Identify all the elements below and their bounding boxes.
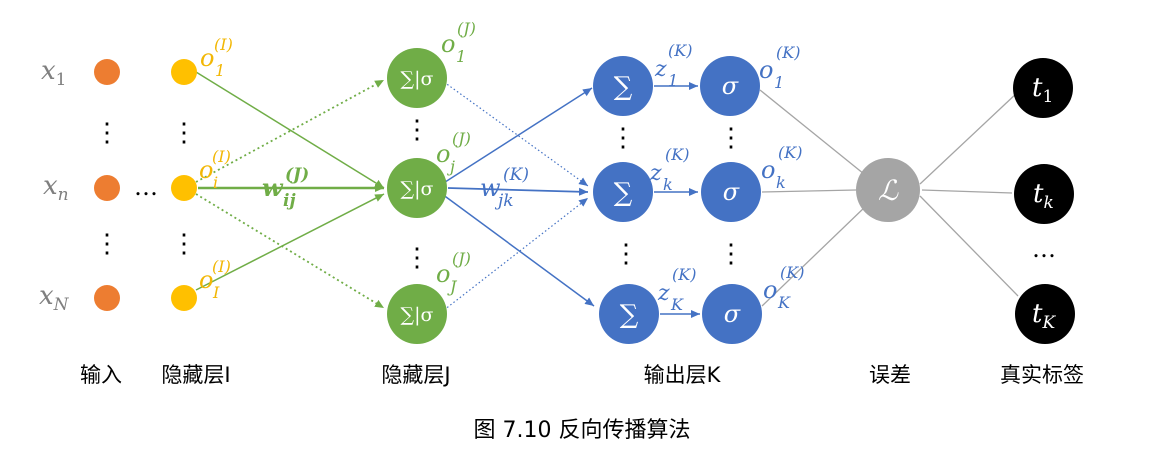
edge-loss-to-t1 xyxy=(919,91,1019,185)
output-sum-node-1 xyxy=(593,56,653,116)
output-sum-node-k xyxy=(593,162,653,222)
output-sum-node-K-text: ∑ xyxy=(620,300,639,330)
hidden-layer-i: ⋮ ⋮ o1(I) oi(I) oI(I) xyxy=(171,35,233,311)
output-sigma-node-k-text: σ xyxy=(723,178,740,206)
output-sigma-node-1 xyxy=(700,56,760,116)
vdots-hidden-i-top: ⋮ xyxy=(171,118,197,148)
layer-label-target: 真实标签 xyxy=(1000,363,1084,387)
label-oj-J: oj(J) xyxy=(436,129,471,176)
label-xn: xn xyxy=(43,171,69,205)
layer-label-loss: 误差 xyxy=(869,363,911,387)
hidden-j-node-j xyxy=(387,158,447,218)
layer-label-hidden-i: 隐藏层I xyxy=(161,363,230,387)
output-sigma-node-1-text: σ xyxy=(722,72,739,100)
edge-jJ-to-sumk-dotted xyxy=(443,197,589,311)
target-node-1 xyxy=(1013,58,1073,118)
hidden-j-node-1 xyxy=(387,48,447,108)
hdots-input: … xyxy=(134,173,158,201)
label-x1: x1 xyxy=(41,56,67,90)
target-node-k xyxy=(1014,164,1074,224)
label-z1-K: z1(K) xyxy=(654,41,692,90)
edge-oi-to-jJ-dotted xyxy=(195,193,385,309)
label-ok-K: ok(K) xyxy=(761,143,802,192)
vdots-hidden-j-top: ⋮ xyxy=(404,115,430,145)
label-o1-I: o1(I) xyxy=(200,35,233,80)
edge-loss-to-tK xyxy=(919,195,1019,297)
input-node-1 xyxy=(94,59,120,85)
label-o1-K: o1(K) xyxy=(759,43,800,92)
hidden-j-node-1-text: ∑|σ xyxy=(401,68,434,90)
output-sum-node-K xyxy=(599,284,659,344)
hdots-target: … xyxy=(1032,235,1056,263)
input-node-N xyxy=(94,285,120,311)
loss-layer: ℒ xyxy=(856,158,920,222)
edges-sum-to-sigma xyxy=(654,82,700,318)
vdots-hidden-j-bottom: ⋮ xyxy=(404,243,430,273)
hidden-j-node-j-text: ∑|σ xyxy=(401,178,434,200)
label-o1-J: o1(J) xyxy=(441,19,476,66)
layer-labels: 输入 隐藏层I 隐藏层J 输出层K 误差 真实标签 xyxy=(80,363,1084,387)
layer-label-hidden-j: 隐藏层J xyxy=(381,363,450,387)
edge-sigmaK-to-loss xyxy=(761,205,867,307)
edge-sigmak-to-loss xyxy=(761,189,857,193)
edge-o1-to-j xyxy=(195,71,385,189)
edge-loss-to-tk xyxy=(921,189,1013,194)
hidden-i-node-i xyxy=(171,175,197,201)
label-xN: xN xyxy=(39,281,70,315)
output-sigma-node-K-text: σ xyxy=(724,300,741,328)
target-node-1-text: t1 xyxy=(1032,73,1053,107)
edge-j-to-sumk xyxy=(447,187,589,196)
hidden-j-node-J-text: ∑|σ xyxy=(401,304,434,326)
label-zK-K: zK(K) xyxy=(657,265,696,314)
vdots-output-sigma-top: ⋮ xyxy=(718,123,744,153)
edges-to-loss xyxy=(759,89,1019,307)
layer-label-input: 输入 xyxy=(80,363,122,387)
output-layer-k: ∑ ∑ ∑ σ σ σ ⋮ ⋮ ⋮ ⋮ z1(K) zk(K) zK(K) o1… xyxy=(593,41,804,344)
vdots-input-top: ⋮ xyxy=(94,118,120,148)
edge-j-to-sum1 xyxy=(441,87,593,185)
vdots-output-sigma-bottom: ⋮ xyxy=(718,239,744,269)
loss-node-text: ℒ xyxy=(878,174,899,207)
output-sum-node-1-text: ∑ xyxy=(614,72,633,102)
vdots-output-sum-top: ⋮ xyxy=(610,123,636,153)
edges-i-to-j xyxy=(195,71,385,309)
target-node-K xyxy=(1015,284,1075,344)
hidden-layer-j: ∑|σ ∑|σ ∑|σ ⋮ ⋮ o1(J) oj(J) oJ(J) xyxy=(387,19,476,344)
input-node-n xyxy=(94,175,120,201)
hidden-i-node-1 xyxy=(171,59,197,85)
hidden-i-node-I xyxy=(171,285,197,311)
loss-node xyxy=(856,158,920,222)
target-layer: t1 tk tK … xyxy=(1013,58,1075,344)
edge-j1-to-sumk-dotted xyxy=(443,81,589,187)
label-oI-I: oI(I) xyxy=(199,257,231,302)
label-w-jk: wjk(K) xyxy=(480,165,529,211)
edge-oi-to-j1-dotted xyxy=(195,79,385,183)
label-oK-K: oK(K) xyxy=(763,263,804,312)
hidden-j-node-J xyxy=(387,284,447,344)
edges-j-to-k xyxy=(441,81,595,311)
label-oi-I: oi(I) xyxy=(199,147,231,192)
label-oJ-J: oJ(J) xyxy=(436,249,471,296)
input-layer: x1 xn xN ⋮ ⋮ … xyxy=(39,56,158,315)
vdots-hidden-i-bottom: ⋮ xyxy=(171,229,197,259)
edge-sigma1-to-loss xyxy=(759,89,865,175)
output-sigma-node-K xyxy=(702,284,762,344)
output-sum-node-k-text: ∑ xyxy=(614,178,633,208)
label-zk-K: zk(K) xyxy=(649,145,689,194)
vdots-input-bottom: ⋮ xyxy=(94,229,120,259)
label-w-ij: wij(J) xyxy=(262,165,309,211)
figure-caption: 图 7.10 反向传播算法 xyxy=(474,418,691,443)
vdots-output-sum-bottom: ⋮ xyxy=(613,239,639,269)
edge-oI-to-j xyxy=(195,193,385,291)
target-node-k-text: tk xyxy=(1033,179,1054,213)
edge-j-to-sumK xyxy=(441,193,595,307)
target-node-K-text: tK xyxy=(1032,299,1056,333)
layer-label-output: 输出层K xyxy=(644,363,722,387)
output-sigma-node-k xyxy=(701,162,761,222)
